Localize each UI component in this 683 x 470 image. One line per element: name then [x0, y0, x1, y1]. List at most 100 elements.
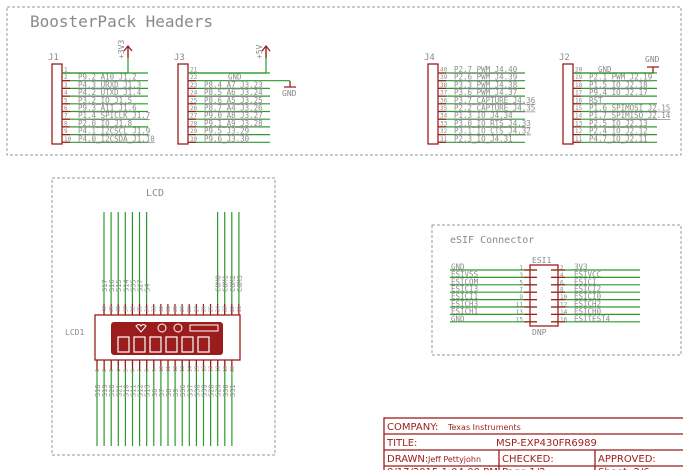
sheet-value: Sheet: 2/6 — [598, 467, 650, 470]
lcd-pin-number: 32 — [159, 306, 165, 312]
pin-number: 6 — [64, 105, 68, 112]
header-body — [427, 63, 439, 145]
esif-pin-number: 3 — [519, 272, 523, 279]
lcd-pin-number: 20 — [230, 366, 236, 372]
esif-connector: ESI1DNP1GND3ESIVSS5ESICOM7ESICI39ESICI11… — [450, 256, 640, 337]
pin-number: 14 — [575, 113, 583, 120]
esif-net-label: ESICI0 — [574, 292, 602, 301]
net-label: P3.1_IO_CTS_J4.32 — [454, 127, 531, 136]
pin-number: 34 — [440, 113, 448, 120]
ground-label: GND — [282, 89, 297, 98]
pin-number: 15 — [575, 105, 583, 112]
title-label: TITLE: — [386, 438, 417, 449]
pin-number: 31 — [440, 136, 448, 143]
lcd-bottom-net: S18 — [94, 384, 102, 397]
net-label: P1.4_SPICLK_J1.7 — [78, 111, 150, 120]
pin-number: 23 — [190, 82, 198, 89]
lcd-record-icon — [173, 323, 183, 333]
lcd-bottom-net: S21 — [115, 384, 123, 397]
pin-number: 2 — [64, 74, 68, 81]
lcd-bottom-net: S30 — [222, 384, 230, 397]
lcd-bottom-net: S20 — [108, 384, 116, 397]
lcd-pin-number: 40 — [102, 306, 108, 312]
esif-pin-number: 4 — [560, 272, 564, 279]
esif-net-label: ESICI1 — [451, 292, 478, 301]
esif-frame — [431, 224, 682, 356]
net-label: P9.6_J3.30 — [204, 134, 250, 143]
net-label: P2.6_PWM_J4.39 — [454, 73, 517, 82]
pin-number: 25 — [190, 97, 198, 104]
lcd-pin-number: 21 — [237, 306, 243, 312]
lcd-bottom-net: S9 — [172, 389, 180, 397]
lcd-pin-number: 36 — [130, 306, 136, 312]
net-label: P4.1_I2CSCL_J1.9 — [78, 127, 150, 136]
esif-pin-number: 6 — [560, 279, 564, 286]
pin-number: 28 — [190, 120, 198, 127]
lcd-pin-number: 27 — [194, 306, 200, 312]
lcd-bottom-net: S6 — [151, 389, 159, 397]
esif-net-label: ESIVSS — [451, 270, 479, 279]
lcd-bottom-net: S37 — [186, 384, 194, 397]
boosterpack-title: BoosterPack Headers — [30, 12, 213, 31]
net-label: P2.4_IO_J2.12 — [589, 127, 648, 136]
net-label: P9.1_A9_J3.28 — [204, 119, 263, 128]
lcd-digit-icon — [165, 336, 178, 353]
header-ref: J2 — [559, 53, 570, 63]
lcd-pin-number: 7 — [138, 369, 144, 372]
lcd-pin-number: 10 — [159, 366, 165, 372]
lcd-digit-icon — [149, 336, 162, 353]
lcd-pin-number: 5 — [123, 369, 129, 372]
lcd-timer-icon — [157, 323, 167, 333]
net-label: P3.6_PWM_J4.37 — [454, 88, 517, 97]
header-body — [51, 63, 63, 145]
pin-number: 9 — [64, 128, 68, 135]
pin-number: 35 — [440, 105, 448, 112]
pin-number: 37 — [440, 90, 448, 97]
esif-net-label: ESICH1 — [451, 307, 478, 316]
lcd-title: LCD — [146, 188, 164, 199]
net-label: P9.0_A8_J3.27 — [204, 111, 263, 120]
esif-pin-number: 15 — [516, 316, 524, 323]
esif-pin-number: 13 — [516, 309, 524, 316]
pin-number: 1 — [64, 67, 68, 74]
net-label: P9.4_IO_J2.17 — [589, 88, 648, 97]
net-label: P4.7_IO_J2.11 — [589, 134, 648, 143]
lcd-bottom-net: S11 — [130, 384, 138, 397]
pin-number: 19 — [575, 74, 583, 81]
header-ref: J4 — [424, 53, 435, 63]
net-label: P2.3_IO_J4.31 — [454, 134, 513, 143]
title-block: COMPANY:Texas InstrumentsTITLE:MSP-EXP43… — [383, 417, 683, 470]
lcd-top-net: S17 — [101, 279, 109, 292]
net-label: P4.2_UTXD_J1.4 — [78, 88, 142, 97]
net-label: P9.2_A10_J1.2 — [78, 73, 137, 82]
esif-pin-number: 12 — [560, 302, 568, 309]
net-label: P3.3_PWM_J4.38 — [454, 80, 518, 89]
ground-icon — [647, 66, 659, 73]
lcd-pin-number: 9 — [152, 369, 158, 372]
net-label: P9.3_A11_J1.6 — [78, 104, 137, 113]
lcd-pin-number: 30 — [173, 306, 179, 312]
pin-number: 17 — [575, 90, 583, 97]
pin-number: 40 — [440, 67, 448, 74]
lcd-pin-number: 6 — [131, 369, 137, 372]
lcd-bottom-net: S29 — [215, 384, 223, 397]
net-label: P1.5_IO_J2.18 — [589, 80, 648, 89]
title-value: MSP-EXP430FR6989 — [496, 438, 597, 449]
esif-net-label: ESICH0 — [574, 307, 602, 316]
pin-number: 39 — [440, 74, 448, 81]
lcd-pin-number: 14 — [187, 366, 193, 372]
approved-label: APPROVED: — [598, 454, 656, 465]
lcd-heart-icon — [135, 324, 147, 333]
title-block-frame — [383, 417, 683, 470]
supply-arrow-icon — [261, 44, 271, 58]
lcd-glass-icon — [111, 322, 223, 355]
pin-number: 27 — [190, 113, 198, 120]
lcd-bottom-net: S19 — [101, 384, 109, 397]
header-ref: J1 — [48, 53, 59, 63]
lcd-pin-number: 38 — [116, 306, 122, 312]
esif-net-label: GND — [451, 314, 465, 323]
pin-number: 26 — [190, 105, 198, 112]
lcd-top-net: S15 — [115, 279, 123, 292]
